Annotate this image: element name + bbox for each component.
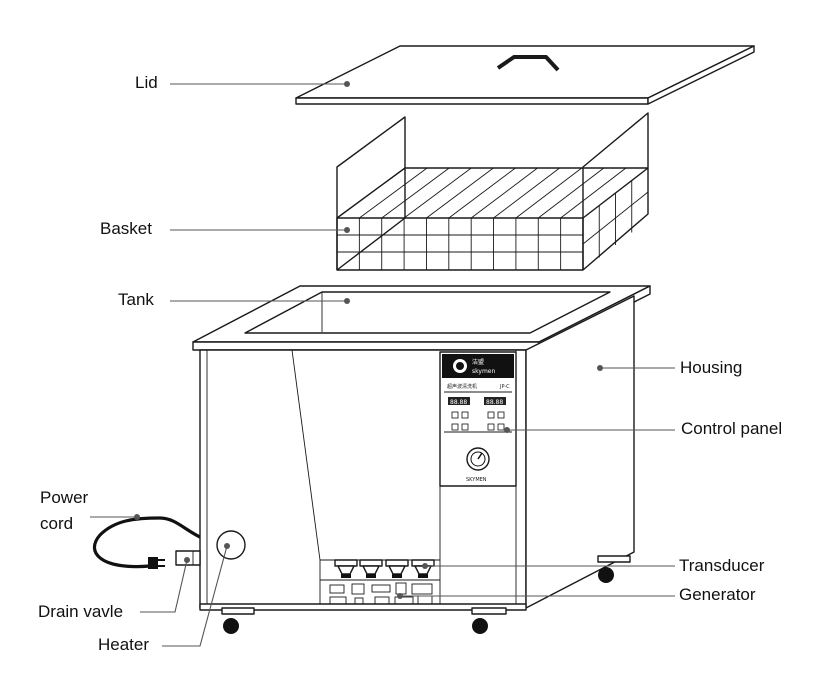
panel-button[interactable] <box>461 411 469 419</box>
control-panel-drawing: 洁盟 skymen 超声波清洗机 JP-C 88.88 88.88 SKYMEN <box>439 351 517 487</box>
label-power-cord-line2: cord <box>40 514 73 533</box>
panel-brand-en: skymen <box>472 368 495 375</box>
label-drain-valve: Drain vavle <box>38 602 123 621</box>
panel-button[interactable] <box>451 411 459 419</box>
lid-handle <box>496 55 560 72</box>
panel-button[interactable] <box>487 411 495 419</box>
lid-drawing <box>295 45 755 105</box>
label-transducer: Transducer <box>679 556 765 575</box>
transducer-unit <box>359 559 383 578</box>
label-power-cord-line1: Power <box>40 488 89 507</box>
panel-model: JP-C <box>499 384 510 390</box>
basket-drawing <box>336 112 649 271</box>
transducer-unit <box>385 559 409 578</box>
label-housing: Housing <box>680 358 742 377</box>
leader-lines <box>90 81 675 647</box>
panel-button[interactable] <box>497 411 505 419</box>
panel-title: 超声波清洗机 <box>447 383 477 390</box>
label-basket: Basket <box>100 219 152 238</box>
label-control-panel: Control panel <box>681 419 782 438</box>
panel-brand-cn: 洁盟 <box>472 358 484 366</box>
tank-opening <box>244 291 611 334</box>
panel-button[interactable] <box>461 423 469 431</box>
display-right <box>484 397 506 405</box>
display-left <box>448 397 470 405</box>
panel-footer: SKYMEN <box>466 477 487 483</box>
transducer-unit <box>334 559 358 578</box>
label-tank: Tank <box>118 290 154 309</box>
power-cord-drawing <box>93 516 201 569</box>
label-heater: Heater <box>98 635 149 654</box>
label-lid: Lid <box>135 73 158 92</box>
panel-button[interactable] <box>487 423 495 431</box>
svg-text:88.88: 88.88 <box>486 399 503 406</box>
control-knob[interactable] <box>466 447 490 471</box>
heater-drawing <box>216 530 246 560</box>
generator-boards <box>329 582 433 605</box>
label-generator: Generator <box>679 585 756 604</box>
panel-button[interactable] <box>497 423 505 431</box>
transducers <box>334 559 435 578</box>
panel-button[interactable] <box>451 423 459 431</box>
casters <box>221 555 631 634</box>
svg-text:88.88: 88.88 <box>450 399 467 406</box>
